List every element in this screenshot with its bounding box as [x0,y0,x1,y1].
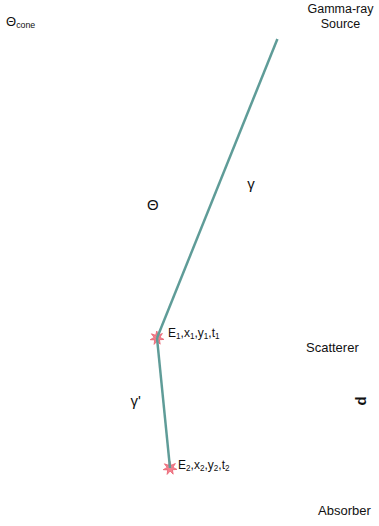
subscript: 2 [186,464,191,473]
subscript: 2 [214,464,219,473]
part-name: Scatterer [306,340,359,356]
photon-path [157,39,277,338]
part-name: Absorber [318,503,371,519]
photon-path [157,338,170,468]
scatterer-plate: E1,x1,y1,t1Scatterer [90,318,372,358]
text-part: ,x [191,458,200,472]
detector-face [38,478,282,523]
subscript: 2 [225,464,230,473]
dimension-tick [350,467,378,468]
text-part: γ' [131,392,141,409]
subscript: 1 [190,332,195,341]
text-part: γ [247,175,255,192]
detector-face [262,323,297,354]
cone-axis [103,72,157,478]
subscript: 2 [200,464,205,473]
source-label: Gamma-ray Source [304,2,377,32]
subscript: 1 [204,332,209,341]
text-part: Gamma-ray Source [308,2,374,31]
photon-label: γ' [131,392,141,410]
text-part: d [352,396,369,405]
distance-label: d [352,396,370,405]
symbol: Θ [6,14,16,29]
event-values: E1,x1,y1,t1 [168,326,220,340]
detector-face [92,323,297,346]
cone-ellipse [8,46,292,90]
text-part: E [178,458,186,472]
text-part: ,t [208,326,215,340]
text-part: Scatterer [306,340,359,355]
cone-angle-label: Θcone [6,14,35,30]
dimension-line [371,337,372,466]
detector-face [38,455,316,478]
scatter-angle-label: Θ [147,196,159,214]
dimension-tick [350,334,378,335]
text-part: ,y [204,458,213,472]
subscript: cone [16,20,35,30]
gamma-ray-source: Gamma-ray Source [262,0,379,46]
subscript: 1 [176,332,181,341]
text-part: Absorber [318,503,371,518]
absorber-block: E2,x2,y2,t2Absorber [34,452,379,526]
subscript: 1 [215,332,220,341]
text-part: ,y [194,326,203,340]
text-part: ,x [181,326,190,340]
event-values: E2,x2,y2,t2 [178,458,230,472]
source-star [266,8,300,42]
text-part: Θ [147,196,159,213]
photon-label: γ [247,175,255,193]
text-part: ,t [218,458,225,472]
detector-face [282,455,316,523]
text-part: E [168,326,176,340]
angle-arc [137,220,196,244]
detector-face [92,346,262,354]
